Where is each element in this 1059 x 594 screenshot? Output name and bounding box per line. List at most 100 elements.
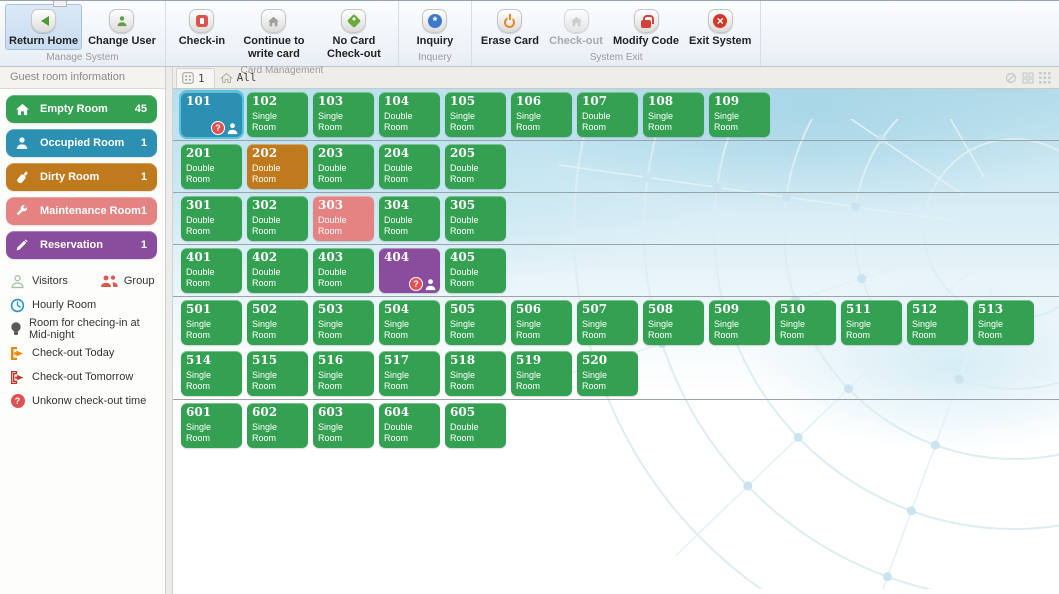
- status-filter-maintenance[interactable]: Maintenance Room1: [6, 197, 157, 225]
- room-type-label: Double Room: [186, 163, 237, 185]
- room-card-109[interactable]: 109Single Room: [709, 92, 770, 137]
- grid-2x2-icon[interactable]: [1022, 72, 1034, 84]
- legend-row: Check-out Tomorrow: [8, 365, 163, 389]
- toolbar-button-inquiry[interactable]: *Inquiry: [404, 4, 466, 50]
- room-card-104[interactable]: 104Double Room: [379, 92, 440, 137]
- room-card-512[interactable]: 512Single Room: [907, 300, 968, 345]
- toolbar-button-check-out[interactable]: Check-out: [545, 4, 607, 50]
- room-card-602[interactable]: 602Single Room: [247, 403, 308, 448]
- toolbar-button-erase-card[interactable]: Erase Card: [477, 4, 543, 50]
- room-card-203[interactable]: 203Double Room: [313, 144, 374, 189]
- room-card-202[interactable]: 202Double Room: [247, 144, 308, 189]
- room-card-403[interactable]: 403Double Room: [313, 248, 374, 293]
- room-card-302[interactable]: 302Double Room: [247, 196, 308, 241]
- room-status-flags: ?: [211, 121, 239, 135]
- room-type-label: Double Room: [450, 422, 501, 444]
- room-card-103[interactable]: 103Single Room: [313, 92, 374, 137]
- room-card-107[interactable]: 107Double Room: [577, 92, 638, 137]
- room-type-label: Double Room: [318, 215, 369, 237]
- grid-3x3-icon[interactable]: [1039, 72, 1051, 84]
- room-card-205[interactable]: 205Double Room: [445, 144, 506, 189]
- room-card-518[interactable]: 518Single Room: [445, 351, 506, 396]
- status-count: 1: [141, 239, 147, 251]
- room-number: 107: [582, 95, 633, 108]
- room-type-label: Single Room: [252, 370, 303, 392]
- room-card-503[interactable]: 503Single Room: [313, 300, 374, 345]
- toolbar-button-continue-to-write-card[interactable]: Continue to write card: [235, 4, 313, 63]
- erase-card-icon: [497, 9, 522, 33]
- room-type-label: Single Room: [582, 370, 633, 392]
- toolbar-button-check-in[interactable]: Check-in: [171, 4, 233, 63]
- room-card-519[interactable]: 519Single Room: [511, 351, 572, 396]
- room-card-508[interactable]: 508Single Room: [643, 300, 704, 345]
- room-card-405[interactable]: 405Double Room: [445, 248, 506, 293]
- room-card-305[interactable]: 305Double Room: [445, 196, 506, 241]
- room-card-504[interactable]: 504Single Room: [379, 300, 440, 345]
- room-card-604[interactable]: 604Double Room: [379, 403, 440, 448]
- room-number: 402: [252, 251, 303, 264]
- room-card-517[interactable]: 517Single Room: [379, 351, 440, 396]
- status-label: Empty Room: [40, 103, 108, 115]
- room-type-label: Single Room: [450, 111, 501, 133]
- room-number: 512: [912, 303, 963, 316]
- status-count: 1: [141, 205, 147, 217]
- room-type-label: Single Room: [384, 319, 435, 341]
- room-card-102[interactable]: 102Single Room: [247, 92, 308, 137]
- room-card-101[interactable]: 101?: [181, 92, 242, 137]
- room-number: 519: [516, 354, 567, 367]
- room-card-304[interactable]: 304Double Room: [379, 196, 440, 241]
- legend-label: Group: [124, 275, 155, 287]
- room-type-label: Single Room: [318, 422, 369, 444]
- room-type-label: Single Room: [186, 370, 237, 392]
- room-legend: VisitorsGroupHourly RoomRoom for checing…: [0, 265, 165, 413]
- room-card-605[interactable]: 605Double Room: [445, 403, 506, 448]
- floor-group-2: 201Double Room202Double Room203Double Ro…: [173, 141, 1059, 193]
- room-card-201[interactable]: 201Double Room: [181, 144, 242, 189]
- status-filter-empty[interactable]: Empty Room45: [6, 95, 157, 123]
- sidebar-splitter[interactable]: [166, 67, 173, 594]
- room-card-303[interactable]: 303Double Room: [313, 196, 374, 241]
- refresh-icon[interactable]: [1005, 72, 1017, 84]
- room-card-603[interactable]: 603Single Room: [313, 403, 374, 448]
- room-card-301[interactable]: 301Double Room: [181, 196, 242, 241]
- toolbar-button-change-user[interactable]: Change User: [84, 4, 160, 50]
- room-card-514[interactable]: 514Single Room: [181, 351, 242, 396]
- room-type-label: Double Room: [384, 422, 435, 444]
- room-card-507[interactable]: 507Single Room: [577, 300, 638, 345]
- room-type-label: Double Room: [186, 267, 237, 289]
- room-card-505[interactable]: 505Single Room: [445, 300, 506, 345]
- room-card-516[interactable]: 516Single Room: [313, 351, 374, 396]
- toolbar-button-return-home[interactable]: Return Home: [5, 4, 82, 50]
- room-card-510[interactable]: 510Single Room: [775, 300, 836, 345]
- room-type-label: Single Room: [714, 319, 765, 341]
- status-filter-occupied[interactable]: Occupied Room1: [6, 129, 157, 157]
- room-card-511[interactable]: 511Single Room: [841, 300, 902, 345]
- toolbar: Return HomeChange UserManage SystemCheck…: [0, 1, 1059, 67]
- room-number: 105: [450, 95, 501, 108]
- toolbar-button-label: Modify Code: [613, 35, 679, 48]
- room-number: 405: [450, 251, 501, 264]
- room-card-404[interactable]: 404?: [379, 248, 440, 293]
- toolbar-button-modify-code[interactable]: Modify Code: [609, 4, 683, 50]
- room-card-506[interactable]: 506Single Room: [511, 300, 572, 345]
- room-card-105[interactable]: 105Single Room: [445, 92, 506, 137]
- room-card-401[interactable]: 401Double Room: [181, 248, 242, 293]
- toolbar-button-no-card-check-out[interactable]: No Card Check-out: [315, 4, 393, 63]
- legend-row: Room for checing-in at Mid-night: [8, 317, 163, 341]
- floor-group-4: 401Double Room402Double Room403Double Ro…: [173, 245, 1059, 297]
- room-card-502[interactable]: 502Single Room: [247, 300, 308, 345]
- status-filter-dirty[interactable]: Dirty Room1: [6, 163, 157, 191]
- room-number: 201: [186, 147, 237, 160]
- room-card-106[interactable]: 106Single Room: [511, 92, 572, 137]
- room-card-513[interactable]: 513Single Room: [973, 300, 1034, 345]
- room-card-108[interactable]: 108Single Room: [643, 92, 704, 137]
- room-card-509[interactable]: 509Single Room: [709, 300, 770, 345]
- room-card-501[interactable]: 501Single Room: [181, 300, 242, 345]
- room-card-515[interactable]: 515Single Room: [247, 351, 308, 396]
- toolbar-button-exit-system[interactable]: ×Exit System: [685, 4, 755, 50]
- room-card-204[interactable]: 204Double Room: [379, 144, 440, 189]
- room-card-520[interactable]: 520Single Room: [577, 351, 638, 396]
- room-card-402[interactable]: 402Double Room: [247, 248, 308, 293]
- room-card-601[interactable]: 601Single Room: [181, 403, 242, 448]
- status-filter-reservation[interactable]: Reservation1: [6, 231, 157, 259]
